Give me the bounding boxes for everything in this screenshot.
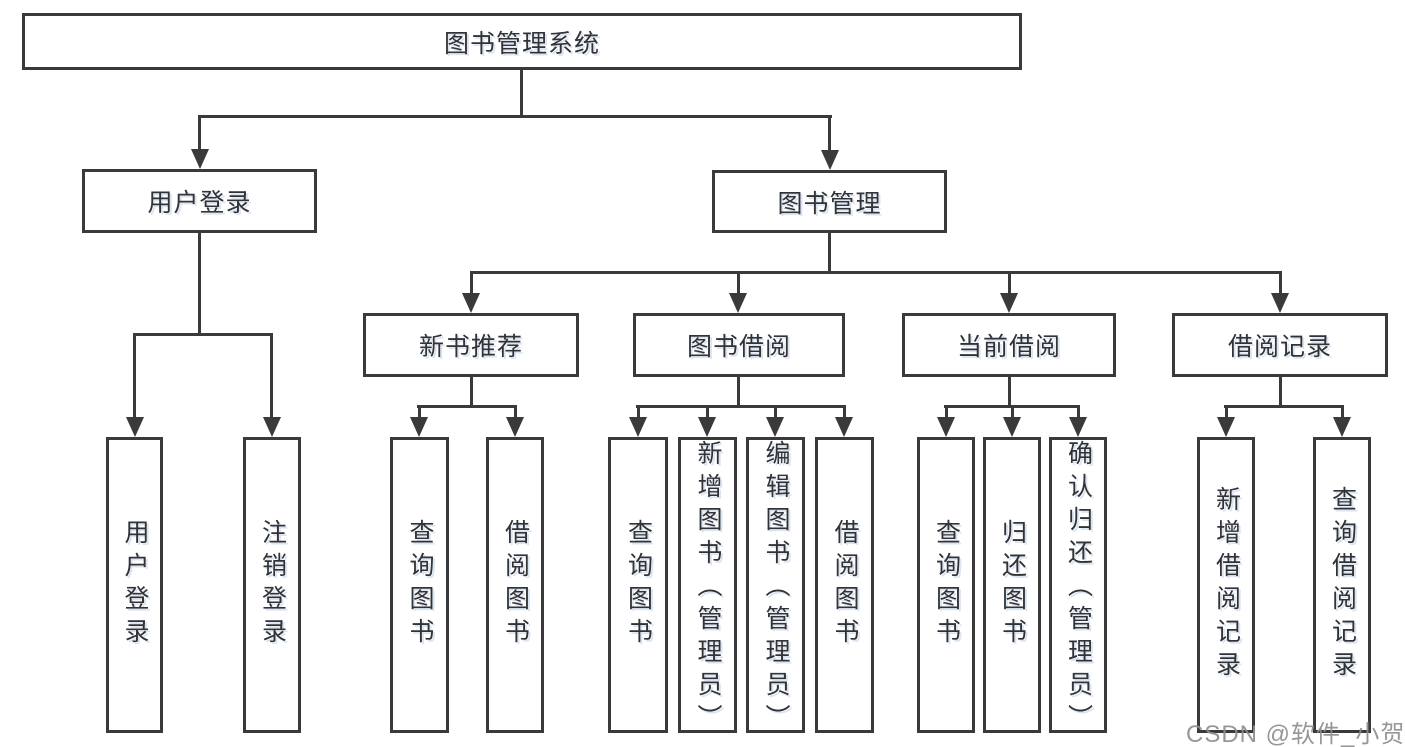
line-to-new-book — [470, 271, 473, 297]
leaf-borrow-edit-books-admin: 编辑图书（管理员） — [746, 437, 805, 737]
node-current-borrow: 当前借阅 — [902, 313, 1116, 377]
arrowhead-book-borrow — [729, 293, 747, 313]
arrowhead-book-management — [821, 150, 839, 170]
line-currentborrow-child2 — [1011, 405, 1014, 419]
arrowhead-current-borrow — [1000, 293, 1018, 313]
leaf-user-login-label: 用户登录 — [121, 519, 149, 651]
node-current-borrow-label: 当前借阅 — [956, 333, 1061, 361]
line-newbook-child1 — [418, 405, 421, 419]
line-bookborrow-child4 — [843, 405, 846, 419]
leaf-current-return-books: 归还图书 — [983, 437, 1041, 733]
line-userlogin-horizontal — [133, 333, 273, 336]
leaf-current-confirm-return-admin: 确认归还（管理员） — [1049, 437, 1107, 737]
node-borrow-records: 借阅记录 — [1172, 313, 1388, 377]
line-bookborrow-child1 — [637, 405, 640, 419]
node-book-borrow-label: 图书借阅 — [686, 333, 791, 361]
leaf-current-return-books-label: 归还图书 — [998, 519, 1027, 651]
node-book-management: 图书管理 — [712, 170, 947, 233]
arrowhead-currentborrow-child1 — [937, 417, 955, 437]
leaf-newbook-query-books: 查询图书 — [390, 437, 449, 733]
leaf-current-query-books-label: 查询图书 — [932, 519, 961, 651]
leaf-records-query-record-label: 查询借阅记录 — [1328, 486, 1357, 684]
leaf-logout-label: 注销登录 — [258, 519, 287, 651]
line-bookborrow-child3 — [774, 405, 777, 419]
leaf-borrow-borrow-books: 借阅图书 — [815, 437, 874, 733]
leaf-current-query-books: 查询图书 — [917, 437, 975, 733]
leaf-newbook-query-books-label: 查询图书 — [406, 519, 434, 651]
leaf-records-add-record-label: 新增借阅记录 — [1212, 486, 1241, 684]
line-to-leaf-login — [133, 333, 136, 419]
line-root-vertical — [520, 70, 523, 117]
arrowhead-borrow-records — [1271, 293, 1289, 313]
arrowhead-leaf-login — [126, 417, 144, 437]
node-user-login: 用户登录 — [82, 169, 317, 233]
line-bookmgmt-vertical — [828, 233, 831, 274]
line-level3-horizontal — [470, 271, 1282, 274]
line-newbook-child2 — [514, 405, 517, 419]
line-newbook-vertical — [470, 377, 473, 408]
node-new-book-label: 新书推荐 — [418, 333, 523, 361]
arrowhead-leaf-logout — [263, 417, 281, 437]
leaf-borrow-borrow-books-label: 借阅图书 — [831, 519, 859, 651]
line-newbook-horizontal — [417, 405, 517, 408]
node-user-login-label: 用户登录 — [147, 189, 252, 217]
leaf-records-add-record: 新增借阅记录 — [1197, 437, 1255, 733]
node-borrow-records-label: 借阅记录 — [1227, 333, 1332, 361]
arrowhead-user-login — [191, 149, 209, 169]
leaf-borrow-add-books-admin-label: 新增图书（管理员） — [694, 440, 722, 737]
node-root-label: 图书管理系统 — [443, 29, 600, 58]
arrowhead-bookborrow-child4 — [835, 417, 853, 437]
leaf-logout: 注销登录 — [243, 437, 301, 733]
arrowhead-newbook-child2 — [506, 417, 524, 437]
line-records-horizontal — [1224, 405, 1344, 408]
leaf-borrow-add-books-admin: 新增图书（管理员） — [678, 437, 737, 737]
leaf-user-login: 用户登录 — [106, 437, 163, 733]
line-currentborrow-child3 — [1077, 405, 1080, 419]
leaf-newbook-borrow-books-label: 借阅图书 — [501, 519, 530, 651]
line-to-user-login — [198, 115, 201, 151]
line-to-leaf-logout — [270, 333, 273, 419]
leaf-records-query-record: 查询借阅记录 — [1313, 437, 1371, 733]
arrowhead-records-child1 — [1217, 417, 1235, 437]
line-records-child1 — [1225, 405, 1228, 419]
arrowhead-records-child2 — [1333, 417, 1351, 437]
arrowhead-bookborrow-child1 — [629, 417, 647, 437]
line-bookborrow-horizontal — [636, 405, 846, 408]
line-userlogin-vertical — [198, 233, 201, 336]
line-to-current-borrow — [1008, 271, 1011, 297]
line-records-child2 — [1341, 405, 1344, 419]
line-currentborrow-child1 — [945, 405, 948, 419]
line-records-vertical — [1279, 377, 1282, 408]
csdn-watermark: CSDN @软件_小贺同学 — [1186, 721, 1405, 747]
leaf-newbook-borrow-books: 借阅图书 — [486, 437, 544, 733]
leaf-borrow-query-books-label: 查询图书 — [624, 519, 653, 651]
arrowhead-bookborrow-child3 — [766, 417, 784, 437]
node-new-book-recommend: 新书推荐 — [363, 313, 579, 377]
arrowhead-currentborrow-child3 — [1069, 417, 1087, 437]
node-book-borrow: 图书借阅 — [633, 313, 845, 377]
line-root-horizontal — [198, 115, 832, 118]
line-to-book-borrow — [737, 271, 740, 297]
arrowhead-new-book — [462, 293, 480, 313]
arrowhead-newbook-child1 — [410, 417, 428, 437]
leaf-borrow-query-books: 查询图书 — [608, 437, 668, 733]
line-to-borrow-records — [1279, 271, 1282, 297]
line-currentborrow-vertical — [1008, 377, 1011, 408]
node-root: 图书管理系统 — [22, 13, 1022, 70]
leaf-current-confirm-return-admin-label: 确认归还（管理员） — [1064, 440, 1093, 737]
leaf-borrow-edit-books-admin-label: 编辑图书（管理员） — [762, 440, 790, 737]
arrowhead-currentborrow-child2 — [1003, 417, 1021, 437]
line-to-book-management — [828, 115, 831, 152]
arrowhead-bookborrow-child2 — [698, 417, 716, 437]
line-bookborrow-child2 — [706, 405, 709, 419]
line-bookborrow-vertical — [737, 377, 740, 408]
node-book-management-label: 图书管理 — [777, 189, 882, 218]
